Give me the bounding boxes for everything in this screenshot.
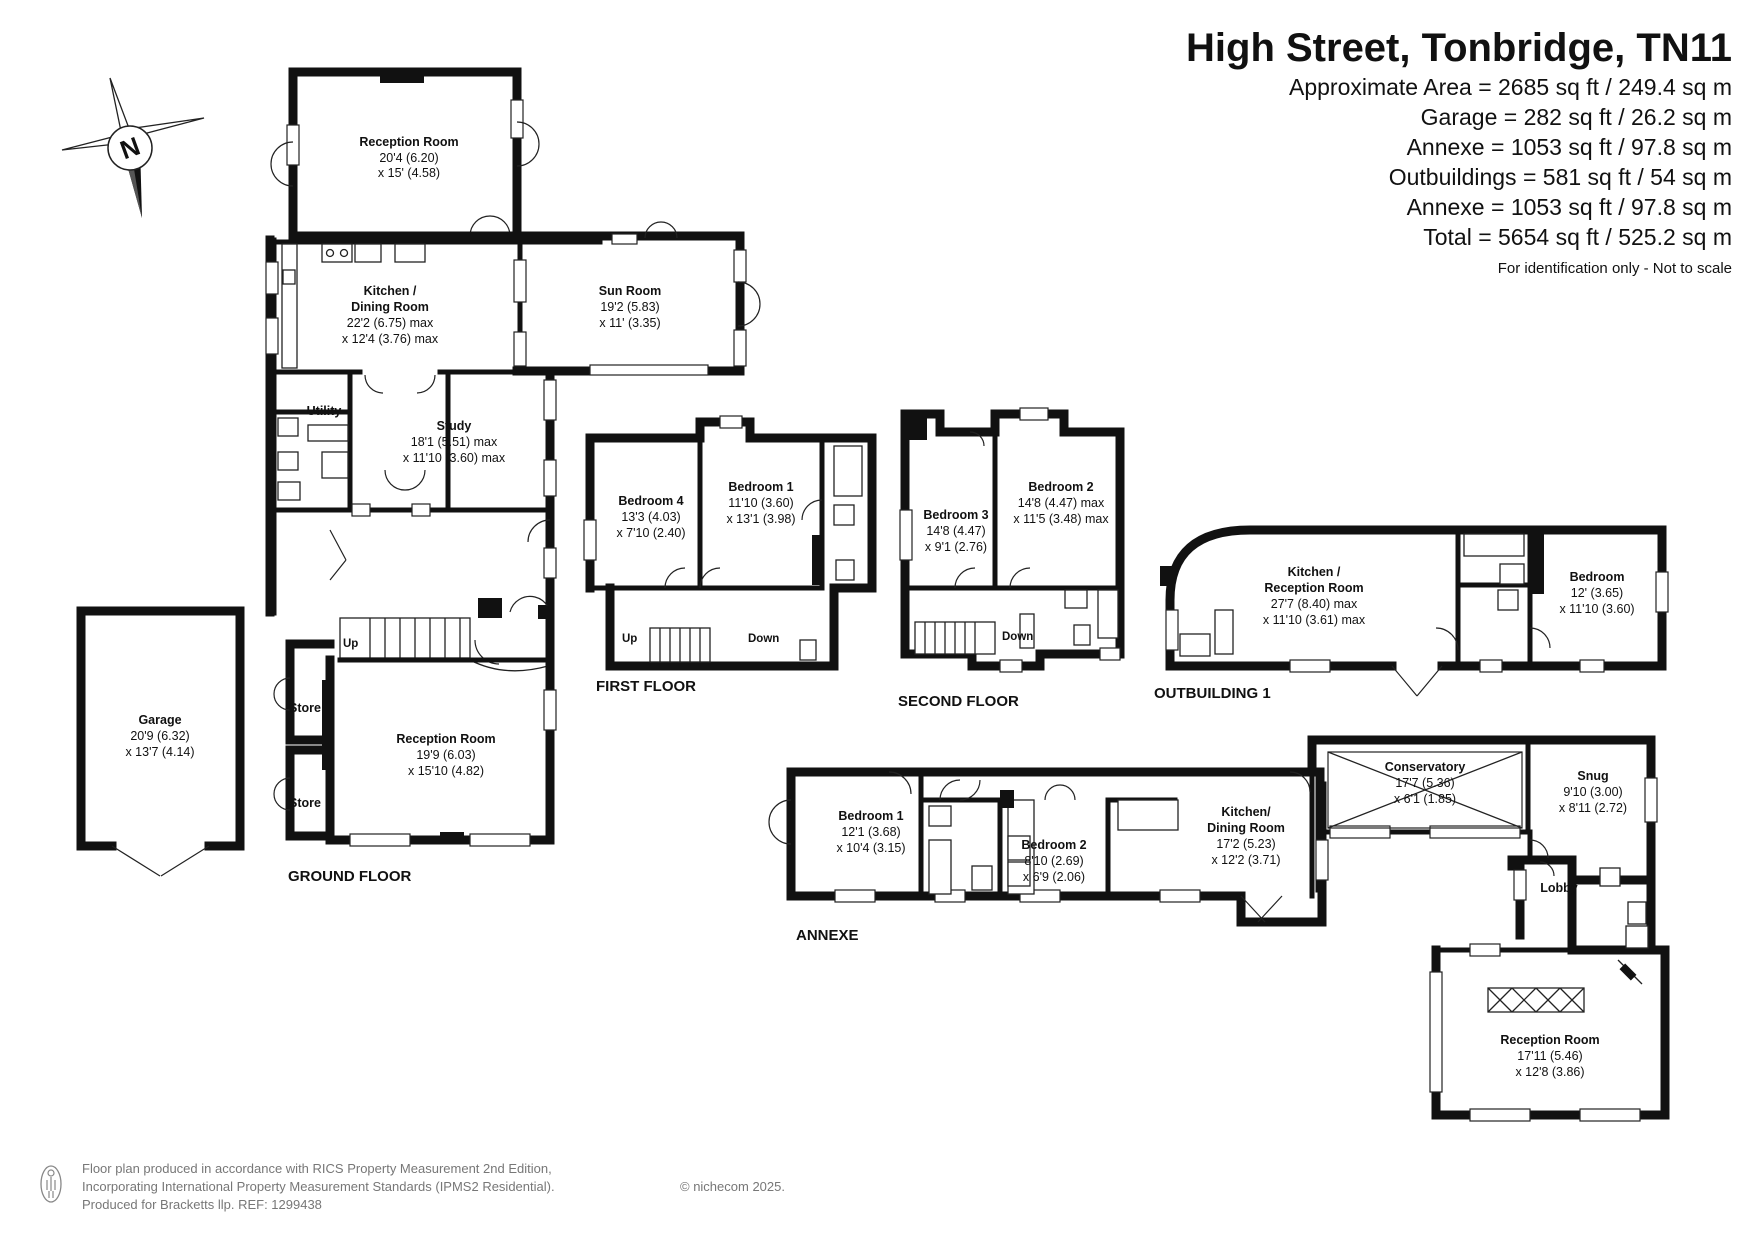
footer-line-2: Incorporating International Property Mea… <box>82 1179 555 1194</box>
bedroom-1-dim2: x 13'1 (3.98) <box>726 512 795 526</box>
bedroom-2-label: Bedroom 2 <box>1028 480 1093 494</box>
store-label-2: Store <box>289 796 321 810</box>
property-title: High Street, Tonbridge, TN11 <box>1186 26 1732 70</box>
snug-dim1: 9'10 (3.00) <box>1563 785 1622 799</box>
sun-room-label: Sun Room <box>599 284 662 298</box>
outbuilding-bedroom-label: Bedroom <box>1570 570 1625 584</box>
outbuilding-kitchen-label: Kitchen / <box>1288 565 1341 579</box>
bedroom-3-dim1: 14'8 (4.47) <box>926 524 985 538</box>
area-line: Garage = 282 sq ft / 26.2 sq m <box>1420 104 1732 130</box>
bedroom-4-label: Bedroom 4 <box>618 494 683 508</box>
garage-dim1: 20'9 (6.32) <box>130 729 189 743</box>
garage-plan <box>76 606 245 877</box>
annexe-kitchen-label-2: Dining Room <box>1207 821 1285 835</box>
outbuilding-kitchen-dim2: x 11'10 (3.61) max <box>1263 613 1366 627</box>
garage-dim2: x 13'7 (4.14) <box>125 745 194 759</box>
bedroom-4-dim1: 13'3 (4.03) <box>621 510 680 524</box>
outbuilding-kitchen-label-2: Reception Room <box>1264 581 1363 595</box>
kitchen-dim2: x 12'4 (3.76) max <box>342 332 439 346</box>
bedroom-4-dim2: x 7'10 (2.40) <box>616 526 685 540</box>
annexe-bedroom-2-dim2: x 6'9 (2.06) <box>1023 870 1085 884</box>
area-line: Approximate Area = 2685 sq ft / 249.4 sq… <box>1288 74 1732 100</box>
first-down-label: Down <box>748 633 779 645</box>
conservatory-dim2: x 6'1 (1.85) <box>1394 792 1456 806</box>
garage-label: Garage <box>138 713 181 727</box>
area-summary: High Street, Tonbridge, TN11 Approximate… <box>1186 24 1732 277</box>
footer-line-1: Floor plan produced in accordance with R… <box>82 1161 552 1176</box>
ground-floor-title: GROUND FLOOR <box>288 868 411 885</box>
first-floor-plan <box>583 415 877 671</box>
outbuilding-plan <box>1160 525 1669 697</box>
second-floor-plan <box>899 407 1125 673</box>
bedroom-1-dim1: 11'10 (3.60) <box>728 496 793 510</box>
kitchen-label-2: Dining Room <box>351 300 429 314</box>
annexe-bedroom-2-label: Bedroom 2 <box>1021 838 1086 852</box>
annexe-bedroom-1-dim1: 12'1 (3.68) <box>841 825 900 839</box>
annexe-kitchen-dim2: x 12'2 (3.71) <box>1211 853 1280 867</box>
second-floor-title: SECOND FLOOR <box>898 693 1019 710</box>
ground-up-label: Up <box>343 638 358 650</box>
kitchen-label: Kitchen / <box>364 284 417 298</box>
ground-floor-plan <box>265 67 761 847</box>
north-compass-icon: N <box>61 77 205 218</box>
annexe-reception-dim1: 17'11 (5.46) <box>1517 1049 1582 1063</box>
outbuilding-kitchen-dim1: 27'7 (8.40) max <box>1271 597 1358 611</box>
outbuilding-title: OUTBUILDING 1 <box>1154 685 1271 702</box>
sun-room-dim2: x 11' (3.35) <box>599 316 660 330</box>
study-label: Study <box>437 419 472 433</box>
annexe-bedroom-1-dim2: x 10'4 (3.15) <box>836 841 905 855</box>
bedroom-1-label: Bedroom 1 <box>728 480 793 494</box>
area-line: Annexe = 1053 sq ft / 97.8 sq m <box>1406 194 1732 220</box>
snug-dim2: x 8'11 (2.72) <box>1559 801 1627 815</box>
reception-room-dim2: x 15' (4.58) <box>378 166 440 180</box>
reception-room-dim1: 20'4 (6.20) <box>379 151 438 165</box>
lobby-label: Lobby <box>1540 881 1578 895</box>
area-line: Total = 5654 sq ft / 525.2 sq m <box>1423 224 1732 250</box>
annexe-kitchen-label: Kitchen/ <box>1221 805 1271 819</box>
footer-line-3: Produced for Bracketts llp. REF: 1299438 <box>82 1197 322 1212</box>
bedroom-3-label: Bedroom 3 <box>923 508 988 522</box>
utility-label: Utility <box>307 404 342 418</box>
study-dim1: 18'1 (5.51) max <box>411 435 498 449</box>
annexe-plan <box>768 735 1670 1122</box>
area-line: Annexe = 1053 sq ft / 97.8 sq m <box>1406 134 1732 160</box>
area-line: Outbuildings = 581 sq ft / 54 sq m <box>1388 164 1732 190</box>
reception-room-2-dim2: x 15'10 (4.82) <box>408 764 484 778</box>
not-to-scale-note: For identification only - Not to scale <box>1497 260 1732 277</box>
reception-room-2-dim1: 19'9 (6.03) <box>416 748 475 762</box>
second-down-label: Down <box>1002 631 1033 643</box>
kitchen-dim1: 22'2 (6.75) max <box>347 316 434 330</box>
bedroom-3-dim2: x 9'1 (2.76) <box>925 540 987 554</box>
conservatory-dim1: 17'7 (5.36) <box>1395 776 1454 790</box>
annexe-reception-dim2: x 12'8 (3.86) <box>1515 1065 1584 1079</box>
reception-room-2-label: Reception Room <box>396 732 495 746</box>
first-floor-title: FIRST FLOOR <box>596 678 696 695</box>
bedroom-2-dim1: 14'8 (4.47) max <box>1018 496 1105 510</box>
person-icon <box>40 1165 62 1203</box>
study-dim2: x 11'10 (3.60) max <box>403 451 506 465</box>
annexe-bedroom-2-dim1: 8'10 (2.69) <box>1024 854 1083 868</box>
outbuilding-bedroom-dim1: 12' (3.65) <box>1571 586 1623 600</box>
annexe-reception-label: Reception Room <box>1500 1033 1599 1047</box>
sun-room-dim1: 19'2 (5.83) <box>600 300 659 314</box>
reception-room-label: Reception Room <box>359 135 458 149</box>
snug-label: Snug <box>1577 769 1608 783</box>
annexe-kitchen-dim1: 17'2 (5.23) <box>1216 837 1275 851</box>
first-up-label: Up <box>622 633 637 645</box>
conservatory-label: Conservatory <box>1385 760 1466 774</box>
store-label: Store <box>289 701 321 715</box>
outbuilding-bedroom-dim2: x 11'10 (3.60) <box>1559 602 1634 616</box>
annexe-bedroom-1-label: Bedroom 1 <box>838 809 903 823</box>
annexe-title: ANNEXE <box>796 927 859 944</box>
copyright: © nichecom 2025. <box>680 1179 785 1194</box>
bedroom-2-dim2: x 11'5 (3.48) max <box>1013 512 1109 526</box>
